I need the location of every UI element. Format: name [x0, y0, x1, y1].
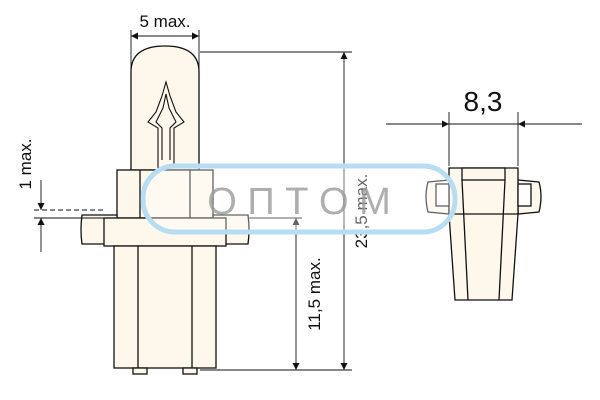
- contact-left: [132, 367, 148, 375]
- base-collar: [116, 169, 214, 219]
- label-offset-max: 1 max.: [16, 138, 35, 189]
- label-width-max: 5 max.: [139, 12, 190, 31]
- side-dimension: [386, 112, 582, 166]
- label-base-height-max: 11,5 max.: [305, 257, 324, 330]
- side-top-cap: [461, 167, 506, 181]
- dimension-lines: [34, 30, 352, 371]
- side-inner-right: [498, 179, 506, 301]
- side-inner-left: [461, 179, 469, 301]
- watermark-text: О П Т О М: [207, 181, 391, 223]
- contact-right: [182, 367, 198, 375]
- side-body: [448, 167, 519, 301]
- side-notch-left: [435, 183, 450, 207]
- watermark-frame: [140, 163, 458, 235]
- side-notch-right: [517, 183, 532, 207]
- label-base-width: 8,3: [464, 86, 503, 117]
- base-body: [113, 245, 217, 369]
- glass-envelope: [130, 45, 200, 171]
- filament-wires: [147, 79, 185, 168]
- watermark: О П Т О М: [140, 163, 458, 235]
- bulb-side-view: [425, 167, 542, 301]
